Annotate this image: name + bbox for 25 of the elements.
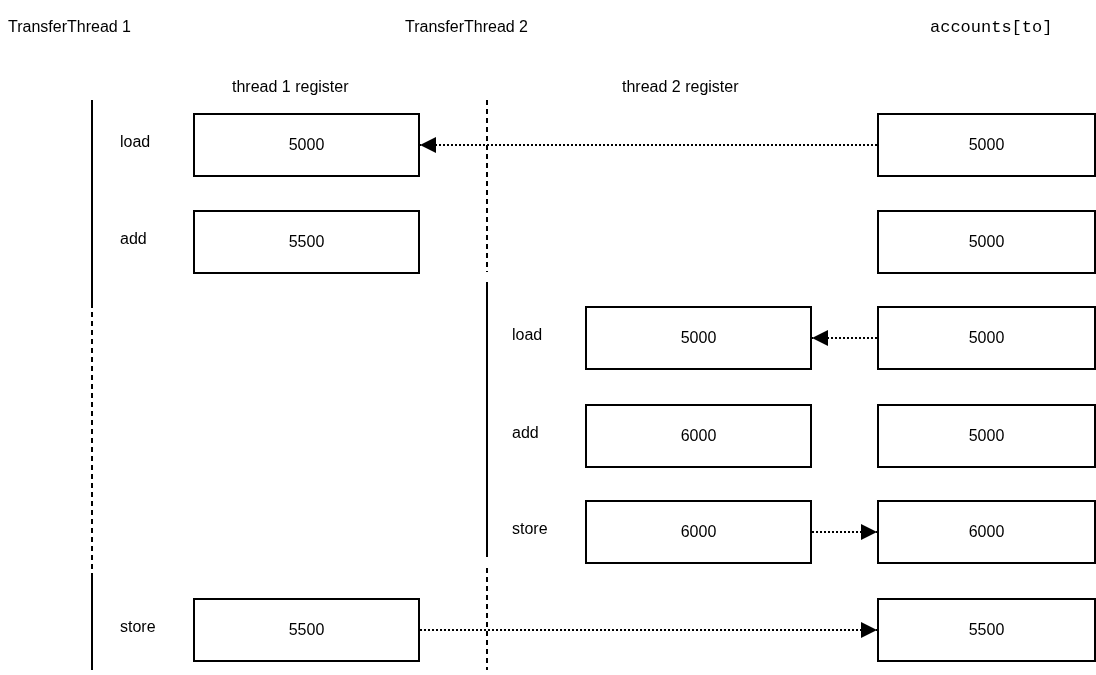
memory-box: 5000	[877, 404, 1096, 468]
memory-box: 5000	[877, 210, 1096, 274]
column-header: thread 1 register	[232, 78, 349, 96]
register-box: 6000	[585, 404, 812, 468]
operation-label: add	[512, 424, 539, 442]
operation-label: add	[120, 230, 147, 248]
memory-box: 6000	[877, 500, 1096, 564]
column-header: TransferThread 2	[405, 18, 528, 36]
operation-label: load	[120, 133, 151, 151]
register-box: 5000	[193, 113, 420, 177]
memory-box: 5000	[877, 306, 1096, 370]
operation-label: store	[512, 520, 548, 538]
column-header: thread 2 register	[622, 78, 739, 96]
register-box: 6000	[585, 500, 812, 564]
operation-label: load	[512, 326, 543, 344]
arrow	[419, 137, 878, 153]
register-box: 5500	[193, 210, 420, 274]
memory-box: 5500	[877, 598, 1096, 662]
memory-box: 5000	[877, 113, 1096, 177]
column-header: accounts[to]	[930, 18, 1053, 37]
register-box: 5500	[193, 598, 420, 662]
column-header: TransferThread 1	[8, 18, 131, 36]
operation-label: store	[120, 618, 156, 636]
arrow	[811, 330, 878, 346]
register-box: 5000	[585, 306, 812, 370]
